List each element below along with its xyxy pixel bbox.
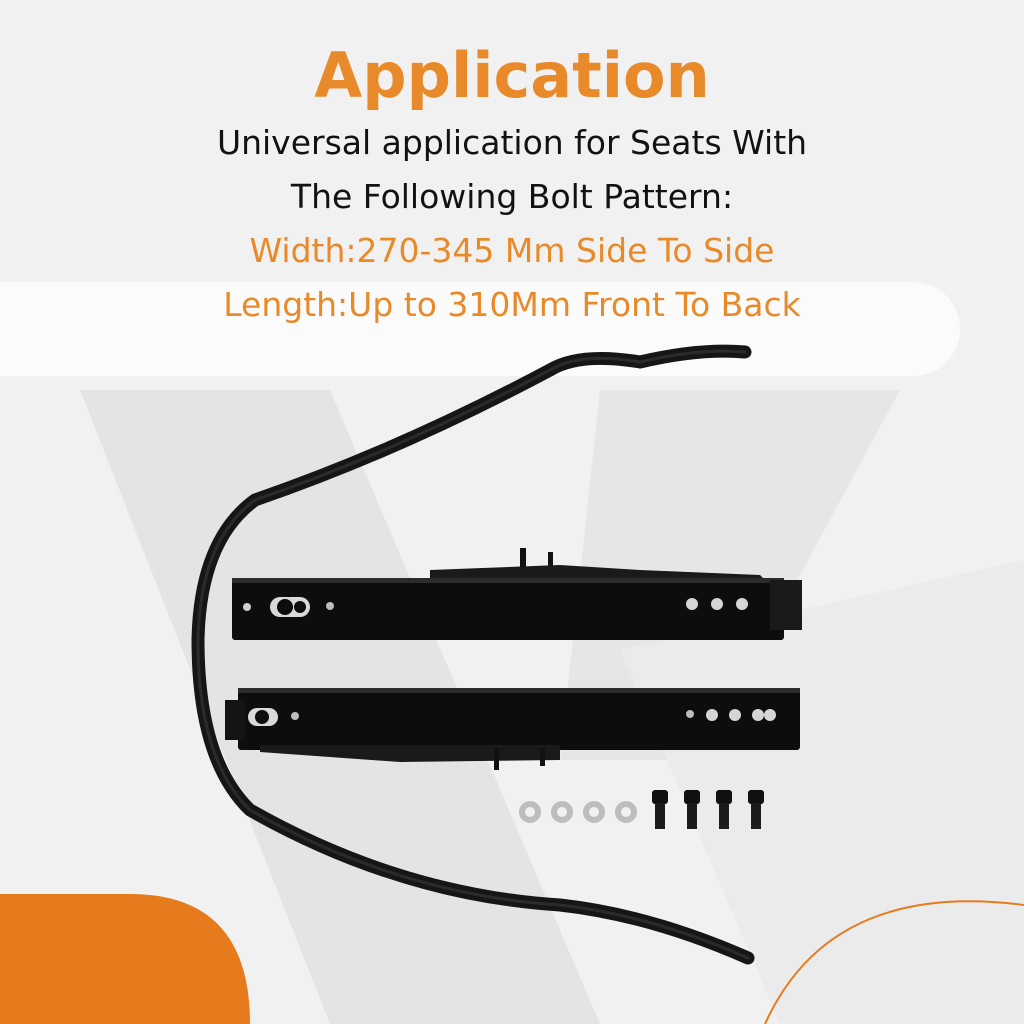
background-wedge: [620, 560, 1024, 1024]
description-line-1: Universal application for Seats With: [216, 123, 808, 162]
description-line-2: The Following Bolt Pattern:: [290, 177, 734, 216]
heading-block: Application Universal application for Se…: [0, 36, 1024, 332]
lower-rail: [225, 688, 800, 770]
page-title: Application: [314, 39, 710, 112]
width-spec: Width:270-345 Mm Side To Side: [249, 231, 775, 270]
washers: [519, 801, 637, 823]
orange-arc-line: [764, 900, 1024, 1024]
bolts: [652, 790, 764, 829]
release-bar: [191, 344, 755, 965]
orange-corner-shape: [0, 894, 250, 1024]
upper-rail: [232, 548, 802, 640]
length-spec: Length:Up to 310Mm Front To Back: [223, 285, 801, 324]
